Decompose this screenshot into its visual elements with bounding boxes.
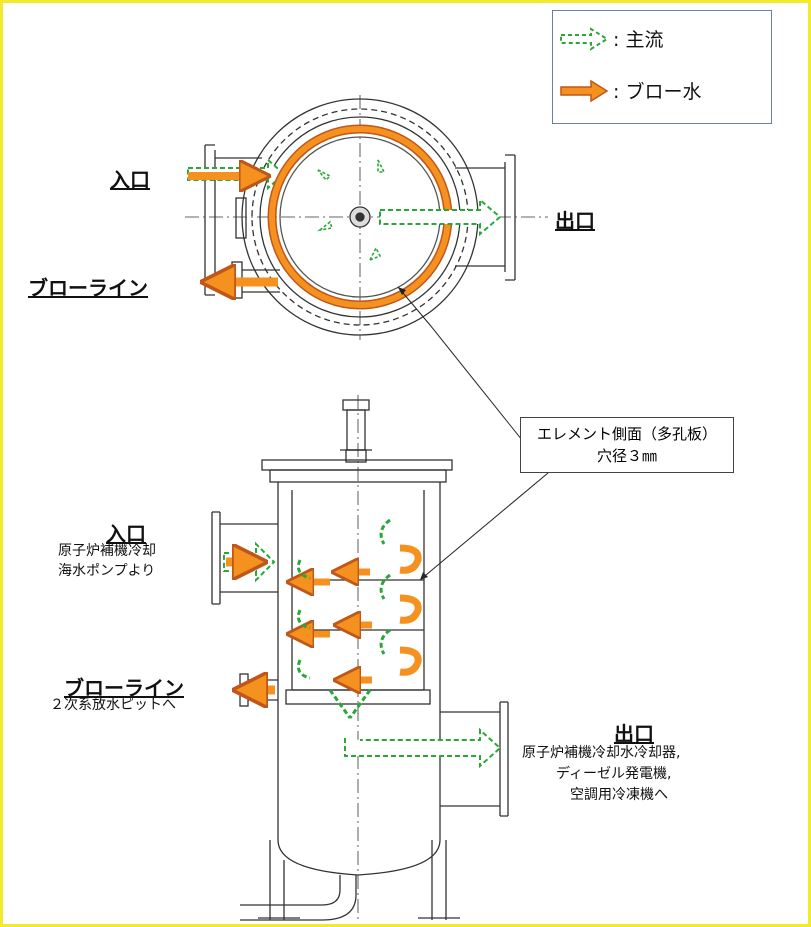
side-blow-desc: ２次系放水ピットへ [50,697,176,713]
top-view-flows [187,124,502,310]
legend-main-flow-label: : 主流 [613,29,664,51]
orange-arrow-icon [560,79,609,102]
legend: : 主流 : ブロー水 [552,10,772,124]
side-outlet-desc-2: ディーゼル発電機, [556,766,672,782]
side-outlet-desc-1: 原子炉補機冷却水冷却器, [522,745,681,761]
side-view-flows [223,518,502,769]
green-dashed-arrow-icon [560,26,609,51]
legend-main-flow: : 主流 [559,25,663,52]
side-blowline-label: ブローライン [64,676,184,700]
top-outlet-label: 出口 [555,209,595,233]
callout-line-1: エレメント側面（多孔板） [536,425,717,443]
top-inlet-label: 入口 [110,168,150,192]
legend-blow-water: : ブロー水 [559,77,701,104]
side-inlet-desc-2: 海水ポンプより [58,563,156,579]
side-inlet-label: 入口 [106,522,146,546]
side-inlet-desc-1: 原子炉補機冷却 [58,543,156,559]
callout-line-2: 穴径３㎜ [596,447,657,465]
side-outlet-desc-3: 空調用冷凍機へ [570,787,668,803]
top-blowline-label: ブローライン [28,276,148,300]
legend-blow-water-label: : ブロー水 [613,81,702,103]
side-outlet-label: 出口 [614,722,654,746]
callout-leaders [397,286,549,581]
side-outlet-arrow [344,727,502,769]
side-view [211,395,509,921]
element-callout: エレメント側面（多孔板） 穴径３㎜ [520,417,734,473]
outlet-main-arrow [379,197,502,237]
